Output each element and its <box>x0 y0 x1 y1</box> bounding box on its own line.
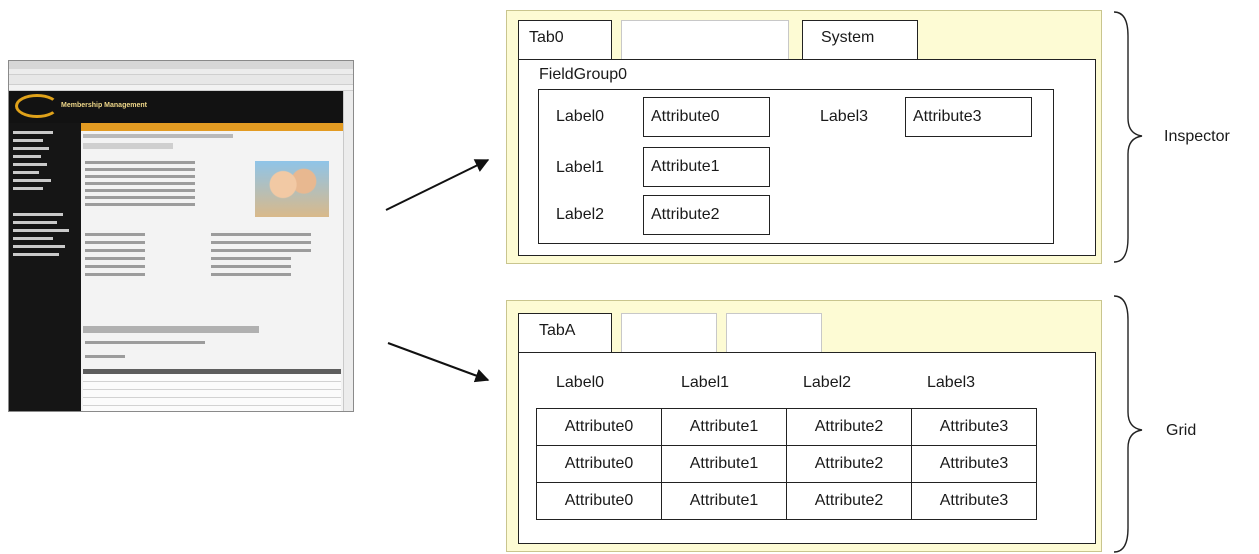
grid-cell[interactable]: Attribute0 <box>536 408 662 446</box>
form-field <box>211 273 291 276</box>
app-banner: Membership Management <box>9 91 343 123</box>
form-field <box>85 257 145 260</box>
form-field <box>85 241 145 244</box>
grid-header-3: Label3 <box>927 374 976 391</box>
tab-blank[interactable] <box>726 313 822 353</box>
attribute-field-0[interactable]: Attribute0 <box>643 97 770 137</box>
table-row <box>83 406 341 411</box>
grid-header <box>83 369 341 374</box>
grid-cell[interactable]: Attribute3 <box>911 482 1037 520</box>
sidebar-item <box>13 253 59 256</box>
sidebar-item <box>13 237 53 240</box>
grid-cell[interactable]: Attribute3 <box>911 445 1037 483</box>
inspector-label: Inspector <box>1164 128 1230 145</box>
sidebar-item <box>13 245 65 248</box>
field-label-1: Label1 <box>556 159 605 176</box>
grid-cell[interactable]: Attribute3 <box>911 408 1037 446</box>
grid-title <box>85 355 125 358</box>
form-field <box>85 265 145 268</box>
form-field <box>85 168 195 171</box>
window-titlebar <box>9 61 353 69</box>
sidebar-item <box>13 139 43 142</box>
table-row: Attribute0 Attribute1 Attribute2 Attribu… <box>536 408 1037 446</box>
breadcrumb <box>83 134 233 138</box>
table-row <box>83 374 341 382</box>
app-sidebar <box>9 123 81 411</box>
field-label-2: Label2 <box>556 206 605 223</box>
tab-blank[interactable] <box>621 313 717 353</box>
form-field <box>211 233 311 236</box>
sidebar-item <box>13 221 57 224</box>
form-field <box>85 189 195 192</box>
form-field <box>85 233 145 236</box>
grid-cell[interactable]: Attribute1 <box>661 408 787 446</box>
attribute-grid: Attribute0 Attribute1 Attribute2 Attribu… <box>536 408 1037 520</box>
app-content <box>81 123 343 411</box>
table-row: Attribute0 Attribute1 Attribute2 Attribu… <box>536 482 1037 520</box>
arrow-to-grid <box>387 342 490 383</box>
logo-swoosh-icon <box>15 94 59 118</box>
grid-cell[interactable]: Attribute2 <box>786 482 912 520</box>
arrow-to-inspector <box>385 159 490 211</box>
banner-title: Membership Management <box>61 102 147 109</box>
form-field <box>85 249 145 252</box>
table-row <box>83 382 341 390</box>
sidebar-item <box>13 213 63 216</box>
sidebar-item <box>13 163 47 166</box>
tab-taba[interactable]: TabA <box>518 313 612 353</box>
inspector-brace <box>1113 11 1143 263</box>
field-group-title: FieldGroup0 <box>539 66 628 83</box>
field-label-3: Label3 <box>820 108 869 125</box>
table-row <box>83 398 341 406</box>
grid-header-0: Label0 <box>556 374 605 391</box>
form-field <box>211 265 291 268</box>
tab-blank[interactable] <box>621 20 789 60</box>
form-field <box>85 161 195 164</box>
attribute-field-1[interactable]: Attribute1 <box>643 147 770 187</box>
grid-cell[interactable]: Attribute1 <box>661 482 787 520</box>
table-row: Attribute0 Attribute1 Attribute2 Attribu… <box>536 445 1037 483</box>
sidebar-item <box>13 187 43 190</box>
address-bar <box>9 85 353 91</box>
attribute-field-3[interactable]: Attribute3 <box>905 97 1032 137</box>
app-screenshot-thumbnail: Membership Management <box>8 60 354 412</box>
browser-toolbar <box>9 75 353 85</box>
content-header-bar <box>81 123 343 131</box>
menu-bar <box>9 69 353 75</box>
sidebar-item <box>13 171 39 174</box>
attribute-field-2[interactable]: Attribute2 <box>643 195 770 235</box>
content-tabs <box>83 143 173 149</box>
sidebar-item <box>13 131 53 134</box>
tab-system[interactable]: System <box>802 20 918 60</box>
grid-cell[interactable]: Attribute2 <box>786 445 912 483</box>
grid-label: Grid <box>1166 422 1197 439</box>
form-field <box>85 196 195 199</box>
sidebar-item <box>13 229 69 232</box>
form-field <box>85 182 195 185</box>
form-field <box>211 249 311 252</box>
grid-header-1: Label1 <box>681 374 730 391</box>
form-field <box>211 241 311 244</box>
field-label-0: Label0 <box>556 108 605 125</box>
grid-header-2: Label2 <box>803 374 852 391</box>
sidebar-item <box>13 155 41 158</box>
form-field <box>85 175 195 178</box>
grid-tabs <box>83 326 259 333</box>
table-row <box>83 390 341 398</box>
form-field <box>85 203 195 206</box>
vertical-scrollbar <box>343 91 353 411</box>
grid-toolbar <box>85 341 205 344</box>
sidebar-item <box>13 179 51 182</box>
grid-brace <box>1113 295 1143 553</box>
tab-tab0[interactable]: Tab0 <box>518 20 612 60</box>
grid-cell[interactable]: Attribute0 <box>536 445 662 483</box>
form-field <box>85 273 145 276</box>
form-field <box>211 257 291 260</box>
profile-photo <box>255 161 329 217</box>
grid-cell[interactable]: Attribute1 <box>661 445 787 483</box>
sidebar-item <box>13 147 49 150</box>
grid-cell[interactable]: Attribute0 <box>536 482 662 520</box>
grid-cell[interactable]: Attribute2 <box>786 408 912 446</box>
